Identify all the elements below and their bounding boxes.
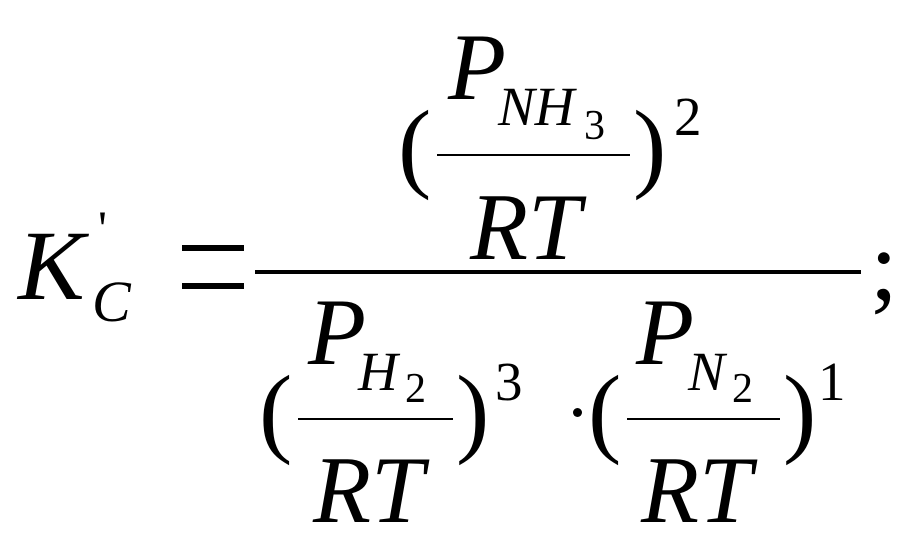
k-symbol: K	[18, 210, 85, 321]
equals-sign-top	[182, 245, 244, 251]
h2-exponent: 3	[495, 351, 523, 412]
h2-open-paren: (	[259, 355, 293, 466]
main-fraction-line	[255, 270, 861, 274]
h2-rt: RT	[313, 437, 424, 543]
h2-close-paren: )	[456, 355, 490, 466]
prime-mark: '	[98, 200, 108, 256]
semicolon: ;	[870, 210, 898, 321]
n2-species-subscript: 2	[732, 366, 753, 412]
k-subscript: C	[92, 269, 131, 334]
n2-exponent: 1	[818, 351, 846, 412]
h2-fraction-line	[298, 418, 453, 420]
h2-species: H	[358, 341, 398, 402]
numerator-species-subscript: 3	[584, 103, 605, 149]
multiplication-dot	[573, 408, 582, 417]
h2-species-subscript: 2	[405, 366, 426, 412]
numerator-fraction-line	[437, 154, 630, 156]
numerator-rt: RT	[470, 174, 581, 280]
numerator-exponent: 2	[674, 86, 702, 147]
n2-pressure: P	[636, 279, 695, 385]
n2-open-paren: (	[588, 355, 622, 466]
numerator-species: NH	[498, 76, 575, 137]
numerator-close-paren: )	[633, 90, 667, 201]
equals-sign-bottom	[182, 283, 244, 289]
n2-fraction-line	[627, 418, 780, 420]
n2-rt: RT	[641, 437, 752, 543]
h2-pressure: P	[308, 279, 367, 385]
numerator-pressure: P	[448, 14, 507, 120]
numerator-open-paren: (	[398, 90, 432, 201]
n2-close-paren: )	[783, 355, 817, 466]
n2-species: N	[688, 341, 725, 402]
